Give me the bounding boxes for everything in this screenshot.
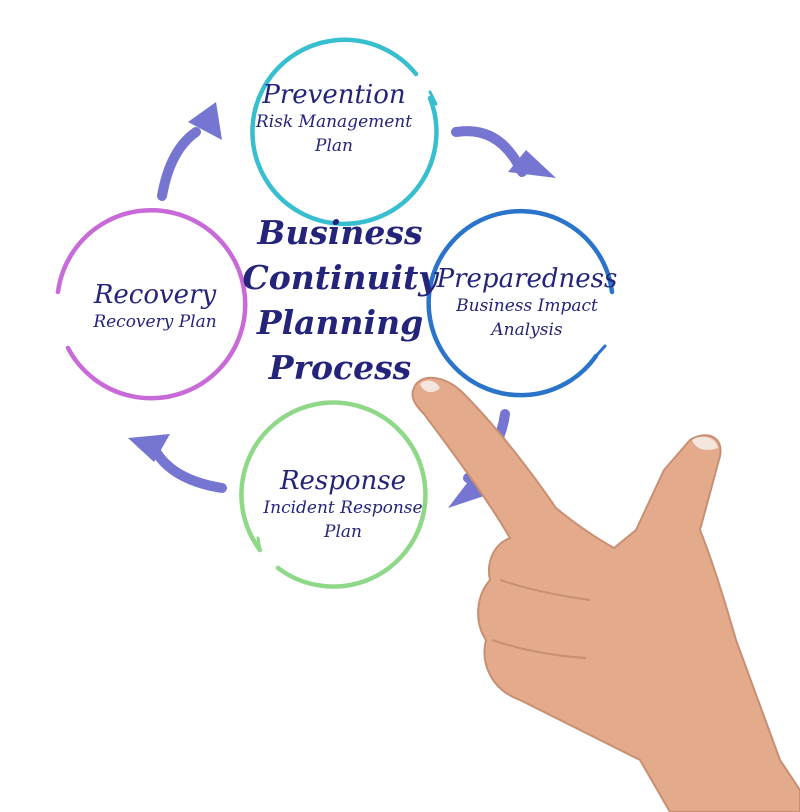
preparedness-title: Preparedness [436, 264, 618, 294]
response-label: Response Incident Response Plan [240, 466, 446, 544]
prevention-label: Prevention Risk Management Plan [236, 80, 432, 158]
preparedness-subtitle: Analysis [491, 320, 563, 340]
response-subtitle: Plan [324, 522, 362, 542]
title-line: Process [268, 348, 412, 387]
response-title: Response [279, 466, 407, 496]
prevention-title: Prevention [262, 80, 406, 110]
response-circle [239, 400, 428, 589]
prevention-subtitle: Plan [315, 136, 353, 156]
recovery-label: Recovery Recovery Plan [58, 280, 252, 334]
response-subtitle: Incident Response [263, 498, 423, 518]
arrow-prevention-to-preparedness [451, 126, 556, 178]
recovery-title: Recovery [93, 280, 217, 310]
preparedness-subtitle: Business Impact [456, 296, 598, 316]
diagram-title: Business Continuity Planning Process [238, 210, 442, 390]
prevention-circle [250, 37, 439, 226]
arrow-recovery-to-prevention [157, 102, 222, 201]
title-line: Planning [256, 303, 424, 342]
preparedness-label: Preparedness Business Impact Analysis [434, 264, 620, 342]
arrow-response-to-recovery [128, 434, 227, 493]
recovery-circle [55, 208, 248, 401]
title-line: Continuity [242, 258, 438, 297]
recovery-subtitle: Recovery Plan [93, 312, 217, 332]
pointing-hand [411, 376, 800, 812]
preparedness-circle [426, 208, 615, 398]
title-line: Business [257, 213, 423, 252]
prevention-subtitle: Risk Management [255, 112, 413, 132]
